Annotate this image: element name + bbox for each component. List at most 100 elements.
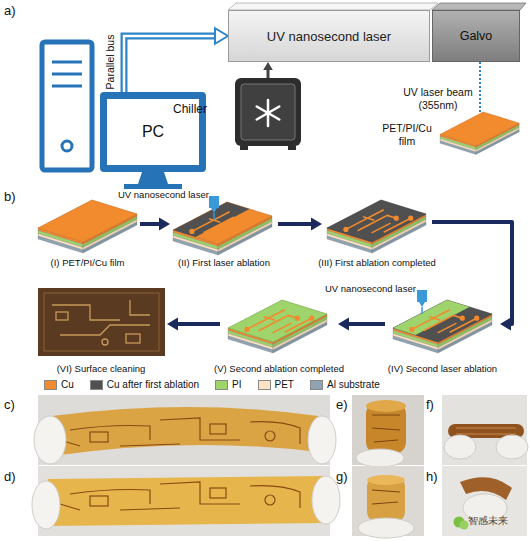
legend-item: Al substrate [310, 379, 380, 390]
node-label: Galvo [433, 11, 519, 61]
photo-g [352, 466, 424, 538]
stage-caption: (III) First ablation completed [318, 257, 436, 268]
connector-line [347, 322, 385, 326]
pc-tower [42, 42, 92, 170]
laser-top-face [228, 3, 438, 10]
arrow-head [215, 28, 228, 44]
monitor-stand [124, 172, 182, 189]
stage-5-illustration [228, 300, 327, 353]
galvo-box: Galvo [432, 10, 520, 62]
circuit-traces [245, 310, 313, 333]
bus-core [124, 36, 218, 92]
arrow-head [311, 217, 322, 230]
photo-c [34, 395, 336, 465]
connector-line [432, 222, 512, 324]
connector-line [278, 222, 313, 226]
film-sample: PET/PI/Cu film [440, 112, 520, 154]
legend-text: Al substrate [327, 379, 380, 390]
connector-line [267, 68, 270, 78]
watermark: 智感未来 [468, 515, 508, 526]
panel-letter: a) [4, 4, 16, 18]
photo-d [32, 466, 340, 536]
legend-swatch [44, 380, 57, 390]
process-stage: (II) First laser ablation [170, 198, 278, 268]
tool-label: UV nanosecond laser [118, 190, 209, 200]
legend-text: PET [275, 379, 294, 390]
tool-label: UV nanosecond laser [325, 284, 416, 294]
panel-letter: c) [4, 398, 15, 412]
legend-item: Cu after first ablation [90, 379, 199, 390]
galvo-top-face [432, 3, 526, 10]
stage-caption: (I) PET/PI/Cu film [51, 257, 125, 268]
node-label: UV nanosecond laser [229, 11, 429, 61]
stage-caption: (VI) Surface cleaning [57, 363, 146, 374]
arrow-head [500, 317, 511, 330]
flow-arrow [480, 62, 481, 112]
film-sample [440, 112, 519, 154]
connector-line [176, 322, 220, 326]
process-stage: (I) PET/PI/Cu film [35, 198, 140, 268]
process-stage: (III) First ablation completed [322, 198, 432, 268]
legend-item: Cu [44, 379, 74, 390]
flow-arrow [278, 217, 322, 230]
flow-arrow [263, 62, 273, 78]
arrow-head [167, 317, 178, 330]
stage-2-illustration [173, 196, 272, 255]
panel-letter: e) [336, 398, 348, 412]
stage-caption: (V) Second ablation completed [214, 363, 344, 374]
edge-label: Parallel bus [104, 27, 116, 97]
process-stage: (IV) Second laser ablation [385, 296, 500, 374]
circuit-traces [190, 212, 258, 235]
node-label: Chiller [173, 102, 207, 116]
legend-swatch [90, 380, 103, 390]
laser-head [209, 196, 219, 220]
stage-caption: (IV) Second laser ablation [388, 363, 497, 374]
connector-line [479, 62, 481, 112]
photo-traces [60, 482, 300, 510]
stage-caption: (II) First laser ablation [178, 257, 270, 268]
flow-arrow [167, 317, 220, 330]
circuit-traces [344, 210, 412, 233]
legend: Cu Cu after first ablation PI PET Al substra… [44, 379, 396, 390]
panel-letter: h) [426, 470, 438, 484]
process-stage: (V) Second ablation completed [220, 296, 338, 374]
legend-text: Cu after first ablation [107, 379, 199, 390]
stage-6-photo [38, 288, 165, 356]
photo-f [442, 395, 528, 465]
chiller-icon [235, 78, 301, 150]
stage-1-illustration [38, 200, 137, 253]
photo-e [352, 395, 424, 467]
legend-text: Cu [61, 379, 74, 390]
legend-swatch [310, 380, 323, 390]
flow-arrow [140, 217, 170, 230]
process-stage: (VI) Surface cleaning [35, 286, 167, 374]
arrow-head [263, 62, 273, 70]
flow-arrow [432, 222, 512, 331]
arrow-head [338, 317, 349, 330]
edge-label: UV laser beam (355nm) [398, 86, 478, 112]
node-label: PET/PI/Cu film [378, 122, 436, 147]
chiller-unit: Chiller [235, 78, 301, 146]
panel-letter: g) [336, 470, 348, 484]
legend-swatch [258, 380, 271, 390]
flow-arrow [338, 317, 385, 330]
panel-letter: f) [426, 398, 434, 412]
connector-line [140, 222, 161, 226]
laser-head [417, 290, 427, 314]
bus-outline [124, 36, 218, 92]
photo-h [442, 466, 527, 536]
photo-traces [60, 418, 300, 446]
bus-arrow [124, 28, 228, 92]
circuit-traces [410, 310, 478, 333]
legend-item: PI [215, 379, 241, 390]
stage-3-illustration [327, 200, 426, 253]
panel-letter: b) [4, 190, 16, 204]
legend-item: PET [258, 379, 294, 390]
arrow-head [159, 217, 170, 230]
stage-4-illustration [393, 290, 492, 353]
panel-letter: d) [4, 470, 16, 484]
laser-box: UV nanosecond laser [228, 10, 430, 62]
